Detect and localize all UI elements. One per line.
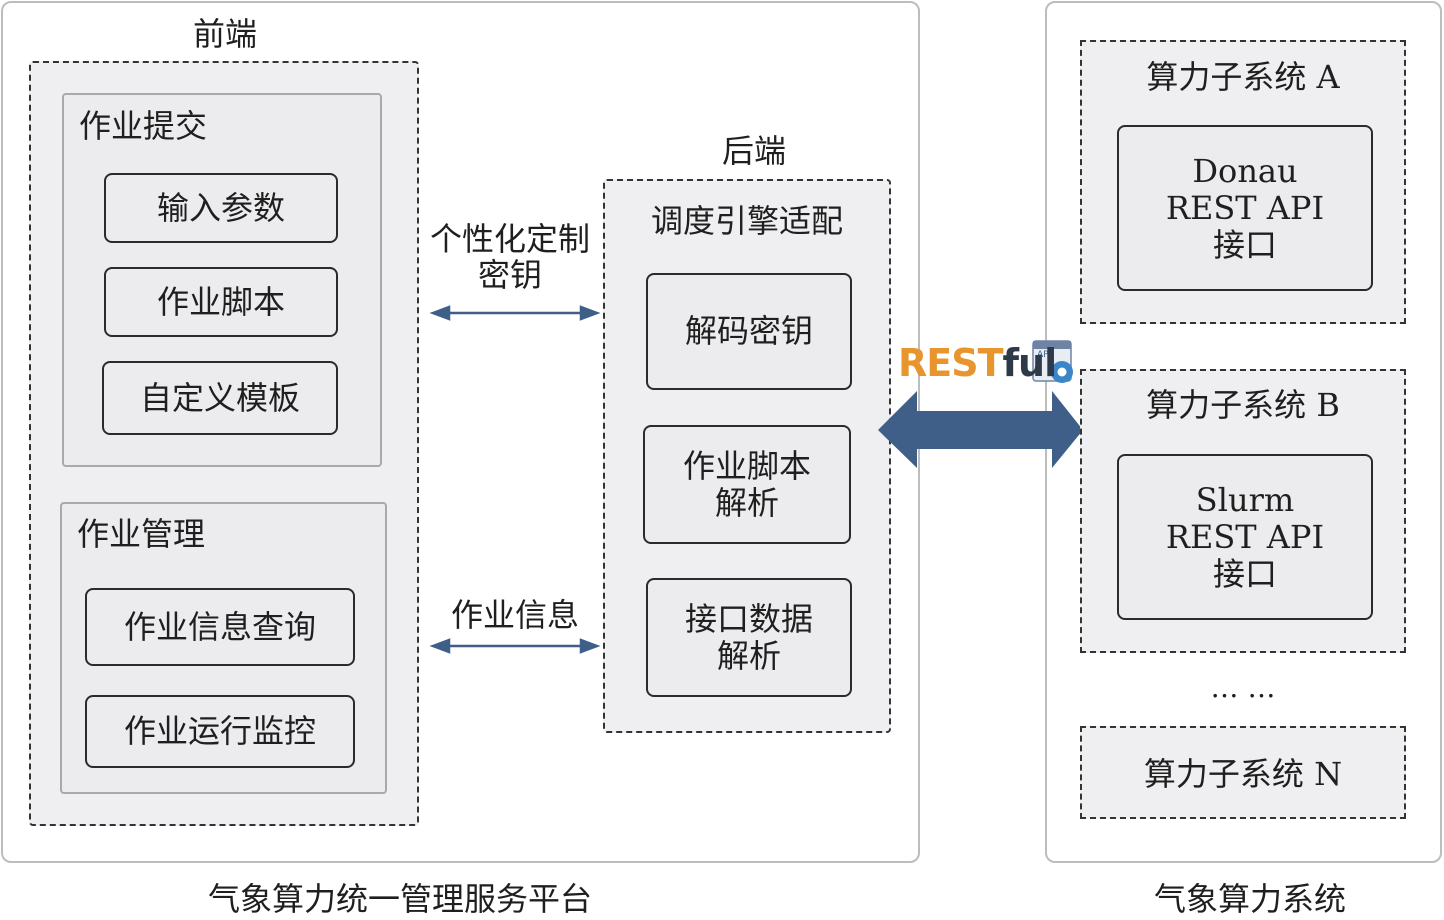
api-gear-icon — [1032, 340, 1073, 383]
restful-ful-text: ful — [1002, 341, 1058, 385]
job-info-connection-label: 作业信息 — [450, 596, 579, 634]
subsystem-b-title: 算力子系统 B — [1146, 386, 1340, 424]
restful-double-arrow — [878, 391, 1083, 468]
job-run-monitor-box: 作业运行监控 — [85, 695, 355, 768]
job-manage-title: 作业管理 — [77, 515, 206, 553]
key-double-arrow — [429, 305, 601, 321]
job-script-parse-line1: 作业脚本 — [682, 446, 811, 485]
interface-data-parse-line2: 解析 — [716, 636, 781, 675]
slurm-api-box: Slurm REST API 接口 — [1117, 454, 1373, 620]
interface-data-parse-box: 接口数据 解析 — [646, 578, 852, 697]
key-connection-line2: 密钥 — [477, 256, 542, 294]
subsystem-ellipsis: … … — [1210, 671, 1276, 704]
input-params-label: 输入参数 — [156, 188, 285, 227]
subsystem-n-group — [1080, 726, 1406, 819]
interface-data-parse-line1: 接口数据 — [684, 599, 813, 638]
input-params-box: 输入参数 — [104, 173, 338, 243]
job-run-monitor-label: 作业运行监控 — [123, 712, 316, 750]
key-connection-label: 个性化定制 密钥 — [420, 221, 600, 293]
slurm-api-line2: REST API — [1165, 517, 1325, 556]
scheduler-adapter-title: 调度引擎适配 — [650, 202, 843, 240]
backend-title: 后端 — [722, 132, 787, 170]
compute-caption: 气象算力系统 — [1153, 880, 1346, 918]
job-script-label: 作业脚本 — [156, 282, 285, 321]
custom-template-label: 自定义模板 — [139, 378, 300, 417]
job-info-query-label: 作业信息查询 — [123, 607, 316, 646]
restful-label: RESTful — [898, 341, 1058, 385]
job-submit-title: 作业提交 — [79, 107, 208, 145]
job-info-double-arrow — [429, 638, 601, 654]
job-info-query-box: 作业信息查询 — [85, 588, 355, 666]
frontend-title: 前端 — [193, 15, 258, 53]
job-script-parse-line2: 解析 — [714, 483, 779, 522]
platform-caption: 气象算力统一管理服务平台 — [207, 880, 592, 918]
decode-key-label: 解码密钥 — [684, 312, 813, 350]
subsystem-n-title: 算力子系统 N — [1143, 755, 1343, 793]
donau-api-line3: 接口 — [1212, 225, 1277, 264]
slurm-api-line1: Slurm — [1195, 480, 1295, 519]
donau-api-box: Donau REST API 接口 — [1117, 125, 1373, 291]
subsystem-a-title: 算力子系统 A — [1146, 58, 1340, 96]
custom-template-box: 自定义模板 — [102, 361, 338, 435]
donau-api-line2: REST API — [1165, 188, 1325, 227]
restful-rest-text: REST — [898, 341, 1004, 385]
donau-api-line1: Donau — [1192, 151, 1298, 190]
job-script-parse-box: 作业脚本 解析 — [643, 425, 851, 544]
decode-key-box: 解码密钥 — [646, 273, 852, 390]
job-script-box: 作业脚本 — [104, 267, 338, 337]
key-connection-line1: 个性化定制 — [429, 220, 590, 258]
slurm-api-line3: 接口 — [1212, 554, 1277, 593]
api-badge-text: API — [1037, 350, 1052, 360]
